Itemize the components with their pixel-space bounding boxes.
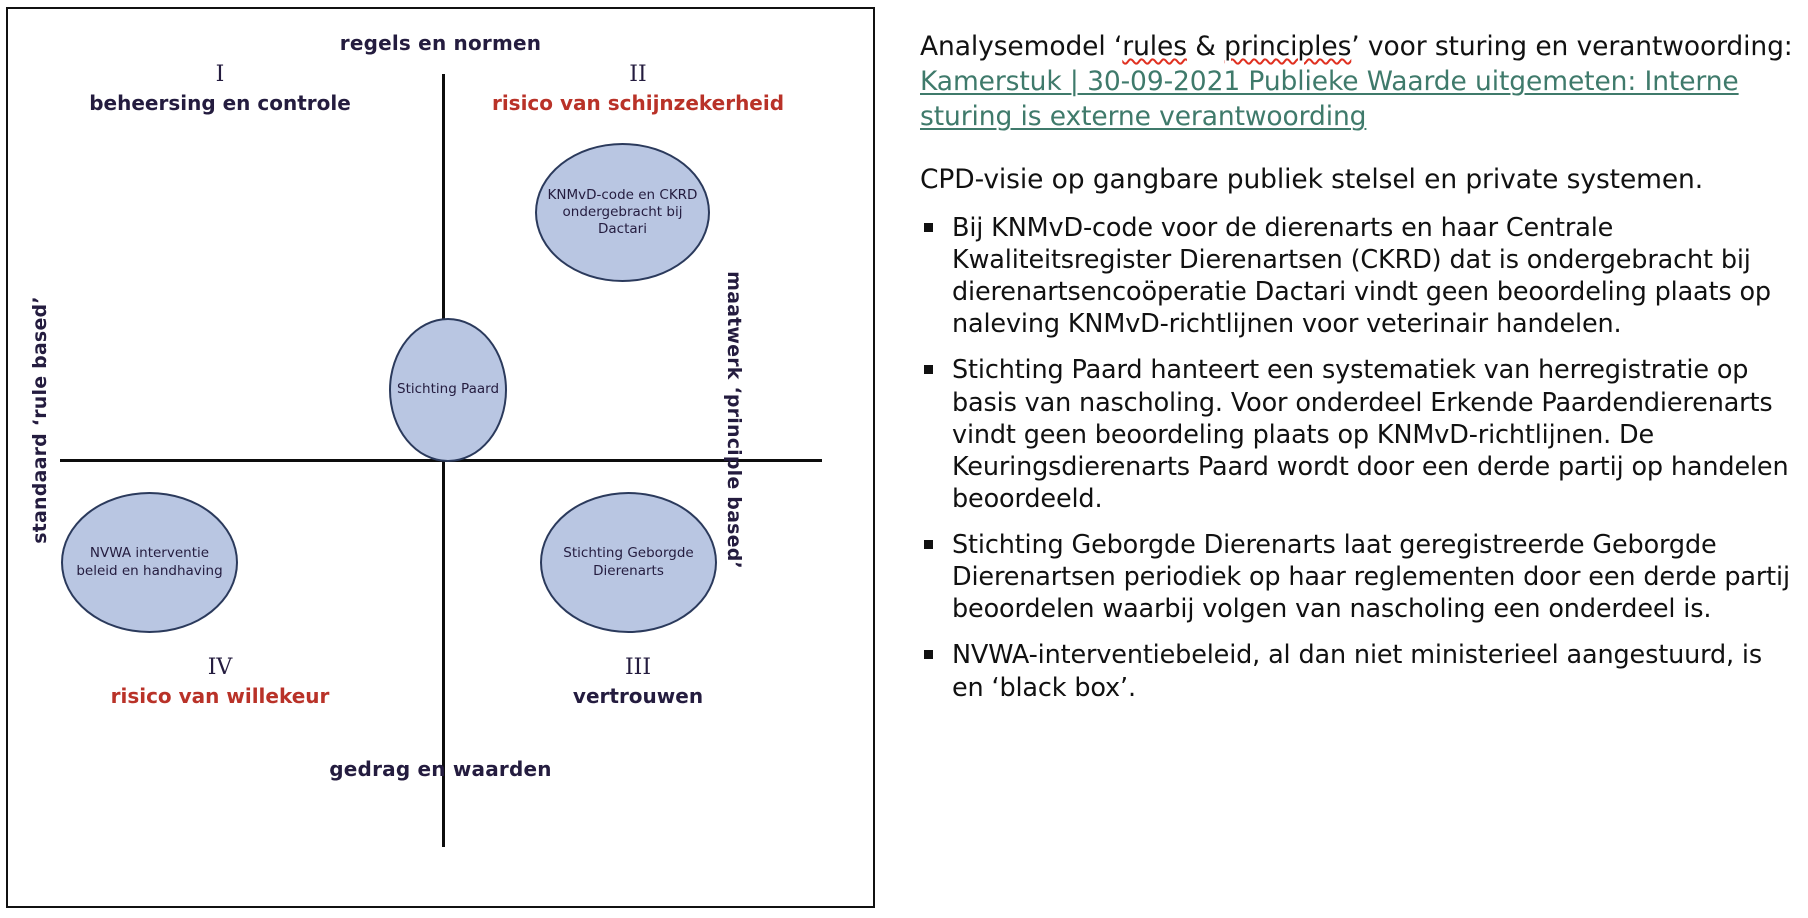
quadrant-1-caption: beheersing en controle [89,90,351,115]
quadrant-diagram: regels en normen gedrag en waarden stand… [6,7,875,908]
axis-label-left: standaard ‘rule based’ [29,296,51,544]
quadrant-3-caption: vertrouwen [572,683,704,708]
quadrant-1-roman: I [215,62,225,87]
square-bullet-icon [924,650,933,660]
quadrant-2: II risico van schijnzekerheid [448,61,828,117]
list-item-text: NVWA-interventiebeleid, al dan niet mini… [952,640,1762,703]
bubble-geborgde-label: Stichting Geborgde Dierenarts [563,545,694,579]
bubble-nvwa-label: NVWA interventie beleid en handhaving [76,545,223,579]
bubble-knmvd-label: KNMvD-code en CKRD ondergebracht bij Dac… [547,186,698,238]
kamerstuk-link[interactable]: Kamerstuk | 30-09-2021 Publieke Waarde u… [920,65,1739,132]
quadrant-3: III vertrouwen [448,654,828,710]
quadrant-4-roman: IV [207,655,233,680]
bubble-paard-label: Stichting Paard [397,381,500,398]
spellcheck-word-rules: rules [1122,31,1187,62]
bullet-list: Bij KNMvD-code voor de dierenarts en haa… [920,212,1796,704]
list-item-text: Bij KNMvD-code voor de dierenarts en haa… [952,212,1771,340]
cpd-vision-line: CPD-visie op gangbare publiek stelsel en… [920,163,1704,195]
intro-suffix: ’ voor sturing en verantwoording: [1351,31,1793,62]
list-item: Bij KNMvD-code voor de dierenarts en haa… [920,212,1796,341]
square-bullet-icon [924,222,933,232]
intro-mid: & [1186,31,1225,62]
list-item-text: Stichting Paard hanteert een systematiek… [952,355,1789,514]
quadrant-3-roman: III [624,655,652,680]
axis-label-right: maatwerk ‘principle based’ [723,271,745,569]
quadrant-4-caption: risico van willekeur [110,683,330,708]
intro-prefix: Analysemodel ‘ [920,31,1123,62]
square-bullet-icon [924,365,933,375]
bubble-nvwa-interventiebeleid[interactable]: NVWA interventie beleid en handhaving [61,492,238,633]
list-item-text: Stichting Geborgde Dierenarts laat gereg… [952,530,1790,625]
axis-label-bottom: gedrag en waarden [329,757,552,781]
list-item: NVWA-interventiebeleid, al dan niet mini… [920,639,1796,703]
bubble-knmvd-ckrd-dactari[interactable]: KNMvD-code en CKRD ondergebracht bij Dac… [535,143,710,282]
intro-paragraph: Analysemodel ‘rules & principles’ voor s… [920,30,1796,135]
explanation-panel: Analysemodel ‘rules & principles’ voor s… [920,30,1796,900]
list-item: Stichting Geborgde Dierenarts laat gereg… [920,529,1796,625]
axis-label-top: regels en normen [339,31,542,55]
square-bullet-icon [924,540,933,549]
quadrant-2-caption: risico van schijnzekerheid [491,90,785,115]
bubble-stichting-geborgde-dierenarts[interactable]: Stichting Geborgde Dierenarts [540,492,717,633]
quadrant-4: IV risico van willekeur [30,654,410,710]
quadrant-1: I beheersing en controle [30,61,410,117]
quadrant-2-roman: II [629,62,647,87]
spellcheck-word-principles: principles [1224,31,1352,62]
list-item: Stichting Paard hanteert een systematiek… [920,354,1796,515]
bubble-stichting-paard[interactable]: Stichting Paard [389,318,507,462]
